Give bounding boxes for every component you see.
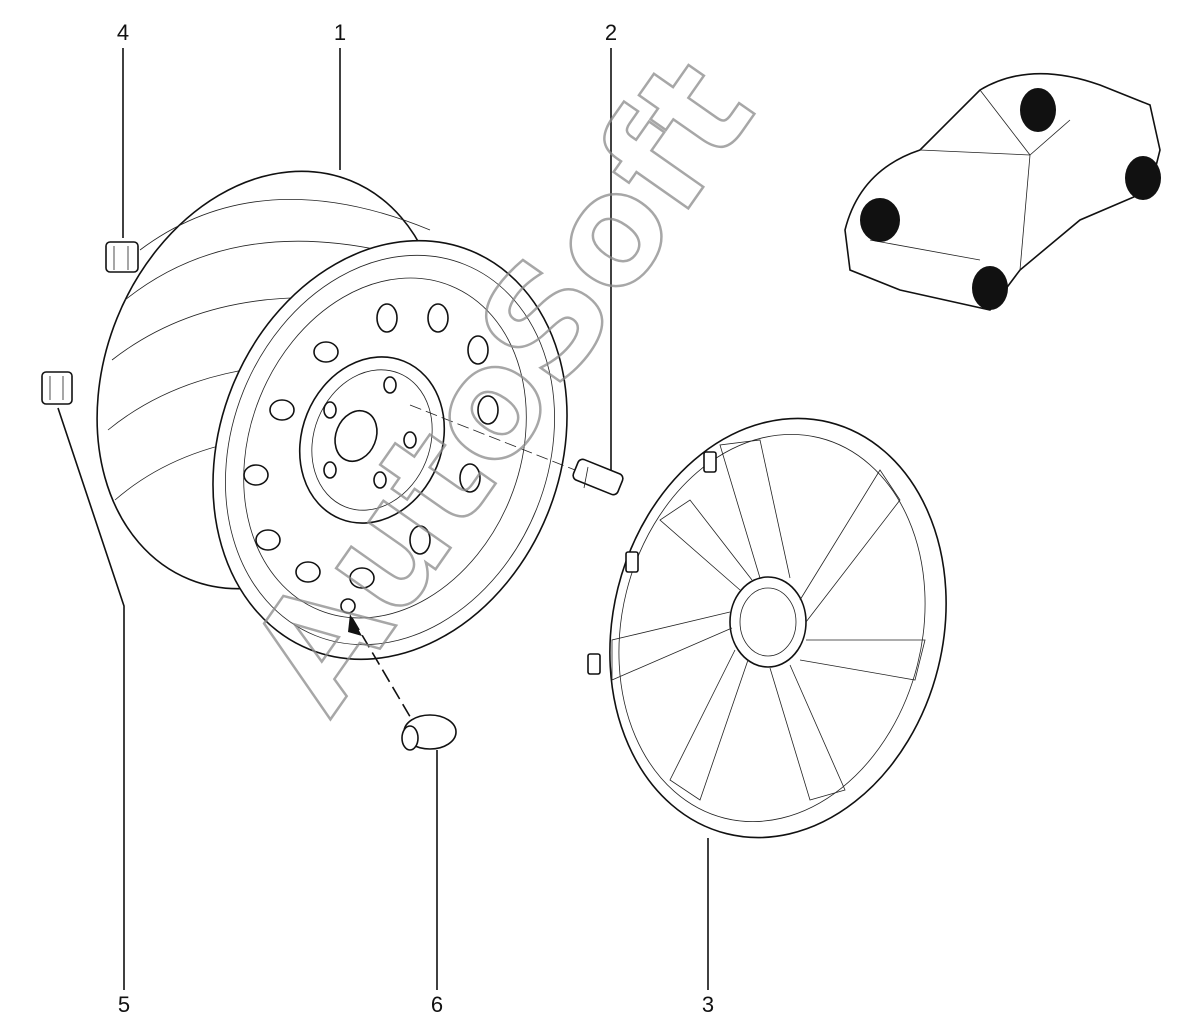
wheel-cover <box>587 417 947 839</box>
tyre-valve <box>348 614 457 751</box>
callout-2: 2 <box>605 20 617 45</box>
leader-lines <box>57 48 709 990</box>
callout-4: 4 <box>117 20 129 45</box>
balance-weight-4 <box>105 241 139 273</box>
callout-3: 3 <box>702 992 714 1017</box>
reference-car <box>844 72 1161 311</box>
callout-5: 5 <box>118 992 130 1017</box>
wheel-bolt <box>409 404 624 496</box>
callout-6: 6 <box>431 992 443 1017</box>
balance-weight-5 <box>41 371 73 405</box>
steel-wheel <box>96 170 568 661</box>
callout-1: 1 <box>334 20 346 45</box>
